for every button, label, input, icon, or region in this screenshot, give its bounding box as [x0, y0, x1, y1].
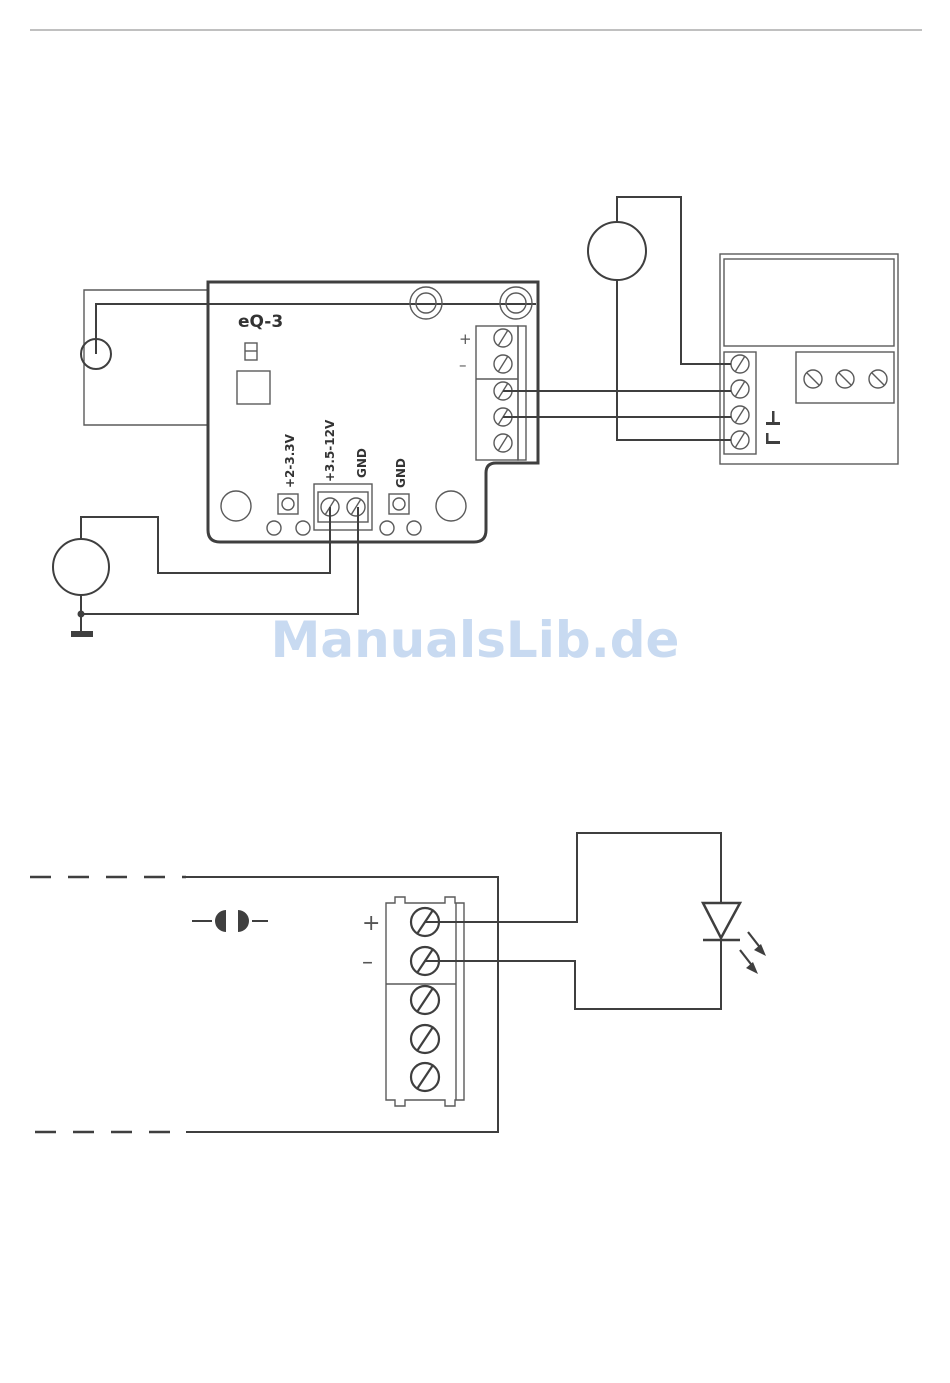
wire-unit-to-device: [617, 197, 731, 364]
board-plus-label: +: [459, 330, 472, 348]
terminal-plus-label: +: [362, 911, 380, 936]
board-minus-label: –: [459, 356, 467, 374]
brand-label: eQ-3: [238, 312, 283, 332]
ground-icon: [71, 631, 93, 637]
external-unit-circle-icon: [588, 222, 646, 280]
power-source-circle-icon: [53, 539, 109, 595]
diagram-led-output: + –: [30, 833, 766, 1132]
label-2-3v: +2-3.3V: [283, 433, 297, 488]
label-gnd-power: GND: [355, 448, 369, 478]
contact-symbol-icon: [766, 411, 780, 444]
label-gnd-aux: GND: [394, 458, 408, 488]
terminal-minus-label: –: [362, 950, 373, 975]
label-3-5-12v: +3.5-12V: [323, 419, 337, 482]
led-cathode-wire: [425, 940, 721, 1009]
led-icon: [703, 903, 766, 974]
connector-icon: [192, 910, 268, 932]
watermark: ManualsLib.de: [271, 611, 680, 669]
contact-sensor: [81, 290, 208, 425]
board-edge: [186, 877, 498, 1132]
diagram-sensor-board: eQ-3 + – +2-3.3V +3.5-12V GND GND: [53, 197, 898, 637]
external-device: [720, 254, 898, 464]
terminal-block: [386, 897, 464, 1106]
